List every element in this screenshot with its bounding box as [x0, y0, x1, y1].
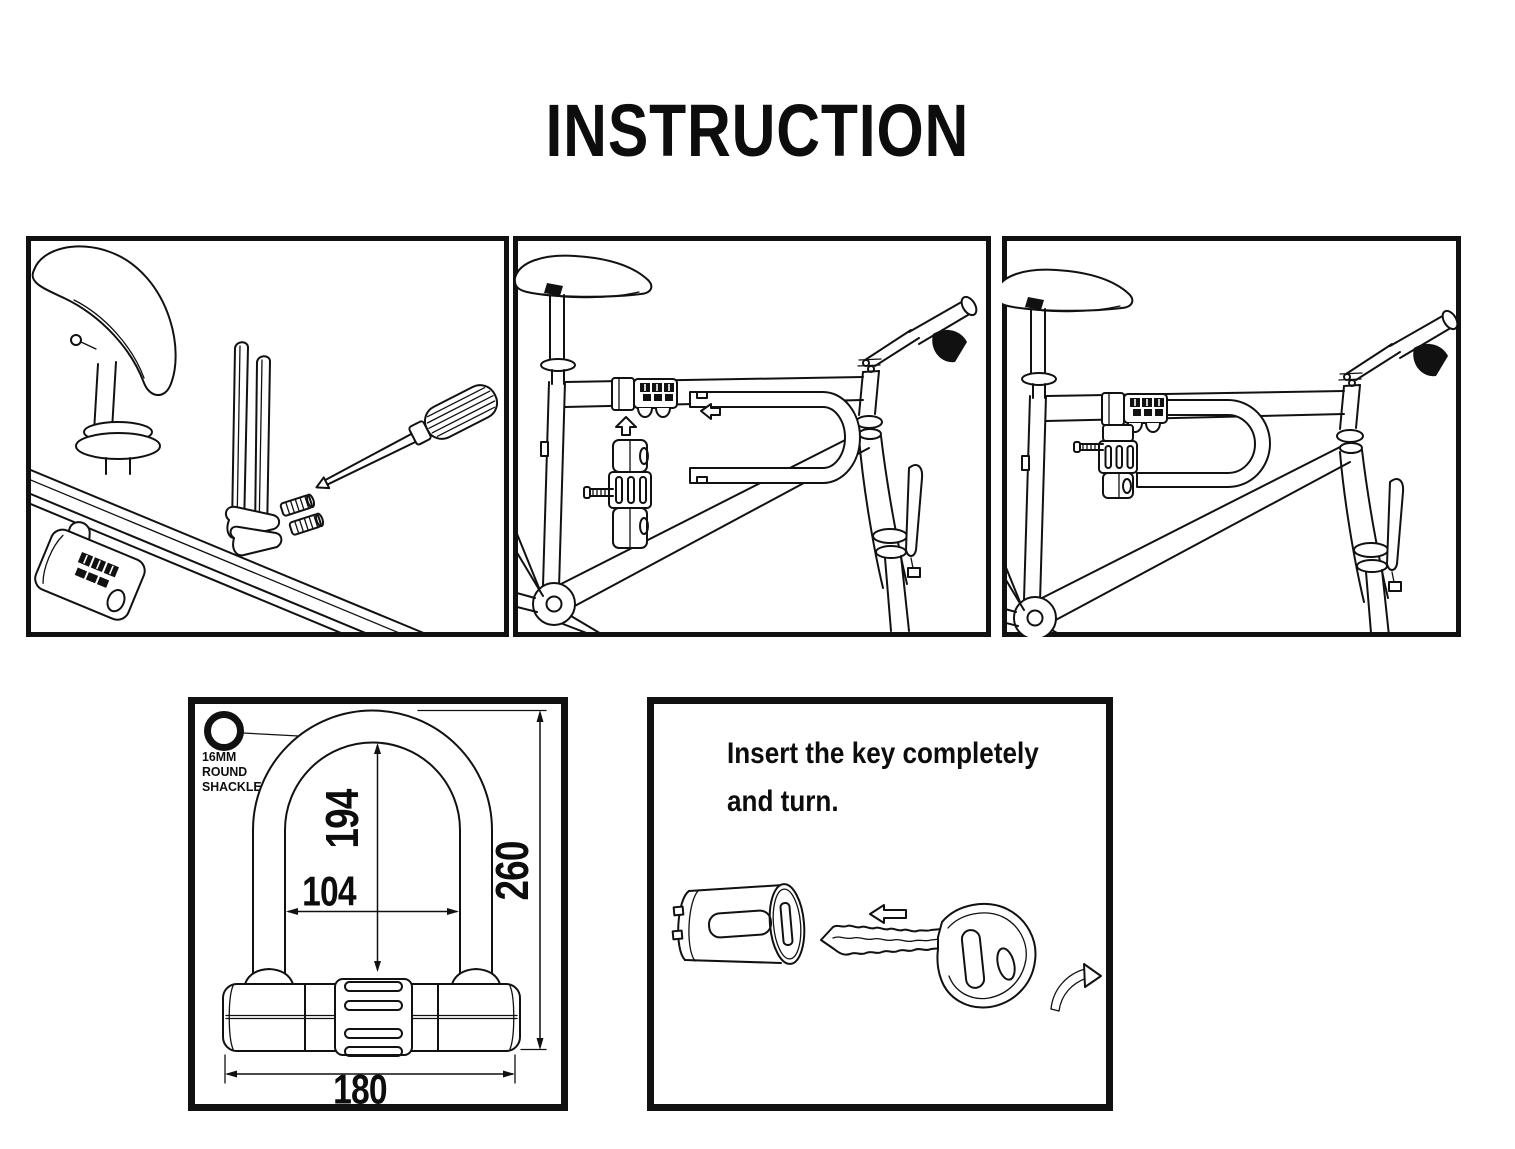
- dim-overall-height: 260: [417, 709, 547, 1051]
- svg-text:260: 260: [486, 842, 538, 901]
- key-icon: [820, 902, 1037, 1009]
- screwdriver-icon: [315, 384, 499, 490]
- shackle-label-line1: 16MM: [202, 750, 236, 764]
- bike-saddle: [31, 245, 177, 475]
- round-shackle-icon: [204, 711, 244, 751]
- svg-text:180: 180: [333, 1067, 387, 1111]
- dim-inner-height: 194: [316, 743, 381, 972]
- key-instruction-panel: Insert the key completely and turn.: [647, 697, 1113, 1111]
- left-arrow-icon: [700, 403, 721, 420]
- u-shackle: [252, 709, 493, 985]
- step2-illustration: [513, 236, 991, 637]
- insert-arrow-icon: [869, 904, 907, 924]
- lock-cylinder: [671, 883, 806, 965]
- step2-panel: [513, 236, 991, 637]
- step1-panel: [26, 236, 509, 637]
- instruction-text-line2: and turn.: [727, 784, 839, 817]
- lock-body: [222, 968, 521, 1057]
- step3-panel: [1002, 236, 1461, 637]
- lock-body: [583, 439, 652, 549]
- dim-overall-width: 180: [224, 1054, 516, 1111]
- key-instruction-illustration: Insert the key completely and turn.: [647, 697, 1113, 1111]
- lock-body: [1073, 424, 1138, 499]
- u-shackle: [1136, 399, 1271, 488]
- step3-illustration: [1002, 236, 1461, 637]
- shackle-label-line2: ROUND: [202, 765, 247, 779]
- u-shackle: [689, 391, 861, 484]
- page-title: INSTRUCTION: [545, 89, 970, 172]
- dim-inner-width: 104: [286, 869, 459, 915]
- dimensions-panel: 16MM ROUND SHACKLE 194 104: [188, 697, 568, 1111]
- mounting-straps: [224, 341, 283, 557]
- svg-text:104: 104: [302, 869, 356, 915]
- shackle-label-line3: SHACKLE: [202, 780, 262, 794]
- lock-mount-bracket: [34, 521, 146, 621]
- dimension-diagram: 16MM ROUND SHACKLE 194 104: [188, 697, 568, 1111]
- instruction-text-line1: Insert the key completely: [727, 736, 1039, 769]
- up-arrow-icon: [615, 416, 637, 436]
- step1-illustration: [26, 236, 509, 637]
- svg-text:194: 194: [316, 789, 368, 849]
- turn-arrow-icon: [1050, 963, 1102, 1012]
